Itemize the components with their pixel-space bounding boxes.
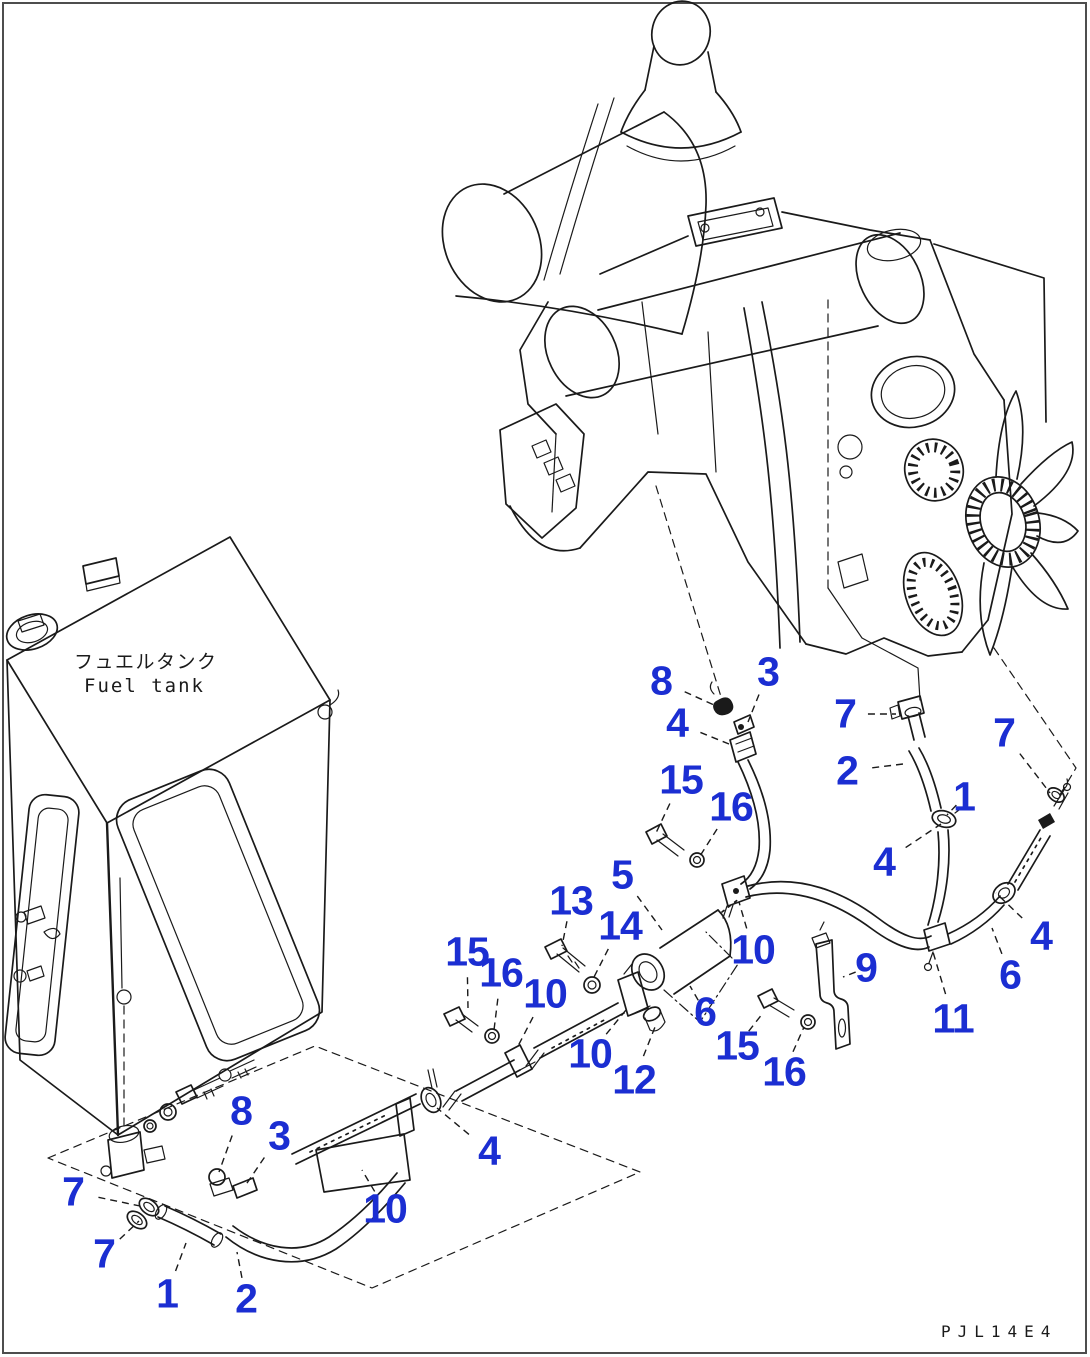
callout-number-13-15: 13 [549, 877, 594, 924]
callout-number-3-29: 3 [268, 1112, 291, 1159]
callout-number-7-5: 7 [834, 690, 857, 737]
leader-line-6-11 [991, 927, 1003, 955]
callout-number-9-13: 9 [855, 944, 878, 991]
callout-number-7-8: 7 [993, 709, 1016, 756]
leader-line-2-6 [872, 763, 904, 769]
leader-line-13-15 [561, 921, 568, 947]
callout-number-5-14: 5 [611, 851, 634, 898]
callout-number-2-33: 2 [235, 1275, 258, 1322]
engine-assembly-drawing [441, 0, 1077, 799]
leader-line-7-30 [98, 1196, 141, 1207]
callout-number-12-23: 12 [612, 1056, 657, 1103]
fuel-tank-drawing [4, 536, 340, 1137]
fuel-line-drawing [291, 587, 1072, 1193]
leader-line-4-9 [905, 823, 942, 849]
callout-number-4-9: 4 [873, 838, 896, 885]
callout-number-6-11: 6 [999, 951, 1022, 998]
leader-line-4-26 [436, 1107, 470, 1135]
callout-leader-lines [98, 691, 1051, 1278]
leader-line-7-8 [1019, 753, 1051, 794]
leader-line-4-2 [700, 731, 730, 745]
callout-number-2-6: 2 [836, 747, 859, 794]
leader-line-10-27 [361, 1169, 376, 1192]
callout-number-7-31: 7 [93, 1230, 116, 1277]
leader-line-1-7 [946, 804, 957, 816]
leader-line-10-22 [605, 1009, 627, 1035]
callout-number-8-28: 8 [230, 1087, 253, 1134]
callout-number-1-32: 1 [156, 1270, 179, 1317]
leader-line-10-17 [738, 901, 748, 929]
leader-line-1-32 [174, 1242, 187, 1272]
leader-line-16-4 [699, 828, 718, 857]
callout-number-4-2: 4 [666, 699, 689, 746]
leader-line-16-25 [792, 1026, 805, 1053]
drawing-code: PJL14E4 [941, 1322, 1058, 1341]
callout-number-16-19: 16 [479, 949, 524, 996]
callout-number-10-20: 10 [523, 970, 568, 1017]
leader-line-11-12 [932, 951, 947, 995]
leader-line-4-10 [995, 892, 1023, 919]
callout-number-15-3: 15 [659, 756, 704, 803]
fuel-tank-label-japanese: フュエルタンク [74, 651, 218, 673]
leader-line-15-3 [654, 803, 671, 836]
callout-number-10-27: 10 [363, 1185, 408, 1232]
leader-line-15-24 [748, 1012, 764, 1032]
callout-number-3-1: 3 [757, 648, 780, 695]
leader-line-8-28 [218, 1135, 233, 1173]
leader-line-3-29 [244, 1157, 265, 1187]
leader-line-7-31 [119, 1220, 140, 1240]
callout-number-6-21: 6 [694, 988, 717, 1035]
callout-number-16-25: 16 [762, 1048, 807, 1095]
leader-line-14-16 [593, 948, 609, 978]
callout-number-15-24: 15 [715, 1022, 760, 1069]
leader-line-10-20 [516, 1016, 534, 1049]
callout-number-7-30: 7 [62, 1168, 85, 1215]
phantom-plane-outline [47, 1045, 641, 1289]
leader-line-16-19 [493, 998, 499, 1031]
leader-line-8-0 [684, 691, 715, 706]
leader-line-15-18 [466, 977, 469, 1009]
leader-line-9-13 [842, 971, 856, 978]
callout-number-11-12: 11 [932, 995, 974, 1042]
callout-number-4-10: 4 [1030, 912, 1053, 959]
leader-line-12-23 [642, 1026, 656, 1057]
fuel-tank-label-english: Fuel tank [84, 675, 205, 697]
callout-number-4-26: 4 [478, 1127, 501, 1174]
leader-line-2-33 [236, 1251, 243, 1278]
leader-line-6-21 [689, 985, 699, 1001]
cooling-fan-drawing [902, 390, 1079, 656]
callout-number-8-0: 8 [650, 657, 673, 704]
leader-line-3-1 [747, 694, 760, 723]
callout-number-10-22: 10 [568, 1030, 613, 1077]
drain-valve-parts-drawing [100, 1059, 406, 1263]
callout-number-14-16: 14 [598, 902, 643, 949]
callout-number-1-7: 1 [953, 773, 976, 820]
callout-number-10-17: 10 [731, 926, 776, 973]
callout-number-16-4: 16 [709, 783, 754, 830]
callout-number-15-18: 15 [445, 928, 490, 975]
